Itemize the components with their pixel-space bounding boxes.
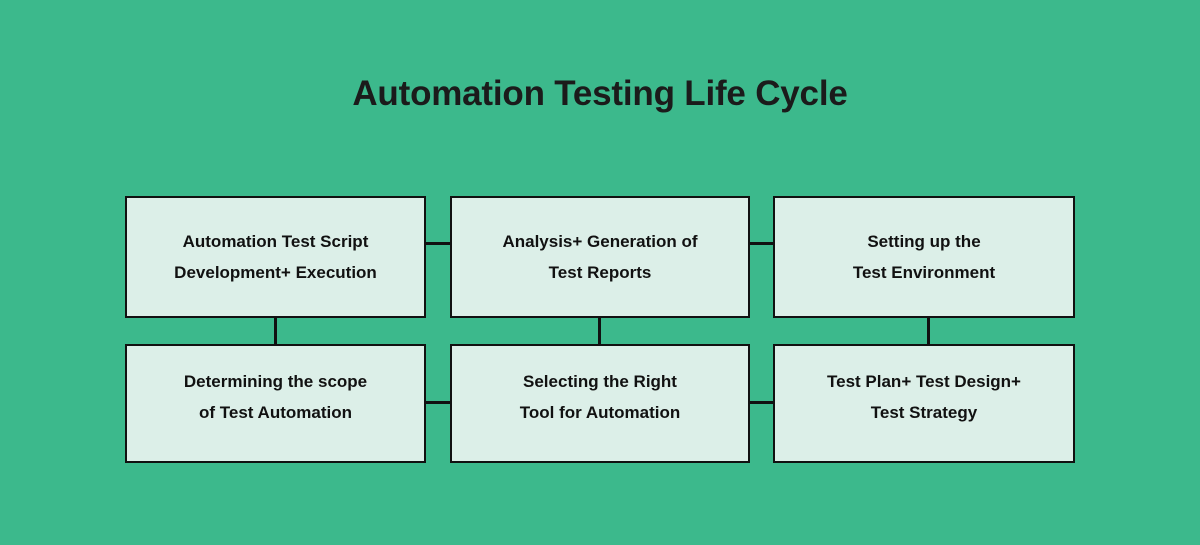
flow-box-determining-the-scope-of-test-automation[interactable]: Determining the scope of Test Automation [125,344,426,463]
connector-top-left-to-top-middle [424,242,452,245]
flow-box-setting-up-the-test-environment[interactable]: Setting up the Test Environment [773,196,1075,318]
flow-box-line-1: Test Plan+ Test Design+ [827,371,1021,391]
flow-box-automation-test-script-development-execution[interactable]: Automation Test Script Development+ Exec… [125,196,426,318]
flow-box-text: Analysis+ Generation of Test Reports [502,226,697,288]
flow-box-text: Selecting the Right Tool for Automation [520,366,681,428]
page-title: Automation Testing Life Cycle [352,74,848,113]
flow-box-line-1: Determining the scope [183,371,368,391]
flow-box-line-2: Test Environment [852,263,996,282]
flow-box-line-2: Test Strategy [870,402,978,422]
flow-box-line-1: Automation Test Script [182,232,369,251]
flow-box-line-2: of Test Automation [199,402,352,422]
flow-box-text: Setting up the Test Environment [853,226,995,288]
flow-box-line-2: Tool for Automation [519,402,681,422]
connector-bottom-middle-to-bottom-right [748,401,775,404]
flow-box-line-1: Analysis+ Generation of [502,232,698,251]
flow-box-test-plan-test-design-test-strategy[interactable]: Test Plan+ Test Design+ Test Strategy [773,344,1075,463]
flow-box-line-1: Setting up the [867,232,981,251]
flow-box-text: Determining the scope of Test Automation [184,366,367,428]
connector-column-3-vertical [927,316,930,346]
flow-box-line-2: Test Reports [548,263,652,282]
flow-box-line-2: Development+ Execution [174,263,377,282]
flow-box-text: Test Plan+ Test Design+ Test Strategy [827,366,1021,428]
flow-box-analysis-generation-of-test-reports[interactable]: Analysis+ Generation of Test Reports [450,196,750,318]
connector-bottom-left-to-bottom-middle [424,401,452,404]
connector-top-middle-to-top-right [748,242,775,245]
flow-box-line-1: Selecting the Right [523,371,677,391]
flow-box-text: Automation Test Script Development+ Exec… [174,226,377,288]
connector-column-1-vertical [274,316,277,346]
connector-column-2-vertical [598,316,601,346]
flow-box-selecting-the-right-tool-for-automation[interactable]: Selecting the Right Tool for Automation [450,344,750,463]
